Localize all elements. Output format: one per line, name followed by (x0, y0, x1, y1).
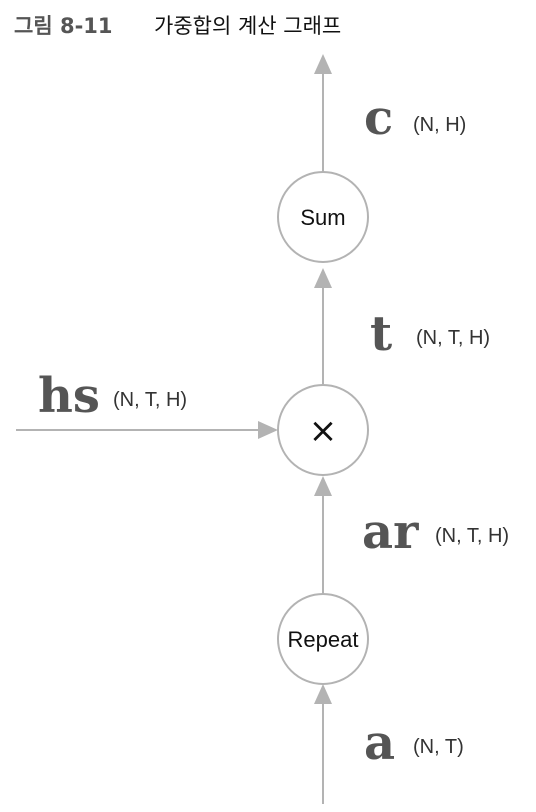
variable-a-shape: (N, T) (413, 736, 464, 758)
repeat-node-label: Repeat (288, 627, 359, 652)
multiply-node: × (277, 384, 369, 476)
variable-c-name: c (364, 90, 393, 146)
variable-c-shape: (N, H) (413, 114, 466, 136)
figure-label: 그림 8-11 (14, 14, 113, 38)
variable-t-name: t (370, 306, 392, 362)
variable-t: t (N, T, H) (370, 306, 490, 362)
variable-t-shape: (N, T, H) (416, 327, 490, 349)
variable-ar: ar (N, T, H) (362, 504, 509, 560)
sum-node-circle (277, 171, 369, 263)
variable-ar-shape: (N, T, H) (435, 525, 509, 547)
arrowhead-sum-in (314, 268, 332, 288)
figure-title: 가중합의 계산 그래프 (154, 14, 341, 38)
variable-hs-shape: (N, T, H) (113, 389, 187, 411)
variable-a: a (N, T) (364, 715, 464, 771)
variable-ar-name: ar (362, 504, 419, 560)
sum-node: Sum (277, 171, 369, 263)
repeat-node: Repeat (277, 593, 369, 685)
arrowhead-repeat-in (314, 684, 332, 704)
arrowhead-mul-in-bottom (314, 476, 332, 496)
repeat-node-circle (277, 593, 369, 685)
sum-node-label: Sum (300, 205, 345, 230)
multiply-node-circle (277, 384, 369, 476)
variable-a-name: a (364, 715, 395, 771)
variable-c: c (N, H) (364, 90, 466, 146)
variable-hs-name: hs (38, 368, 100, 424)
arrowhead-mul-in-left (258, 421, 278, 439)
arrowhead-c-out (314, 54, 332, 74)
variable-hs: hs (N, T, H) (38, 368, 187, 424)
multiply-node-label: × (309, 411, 338, 451)
